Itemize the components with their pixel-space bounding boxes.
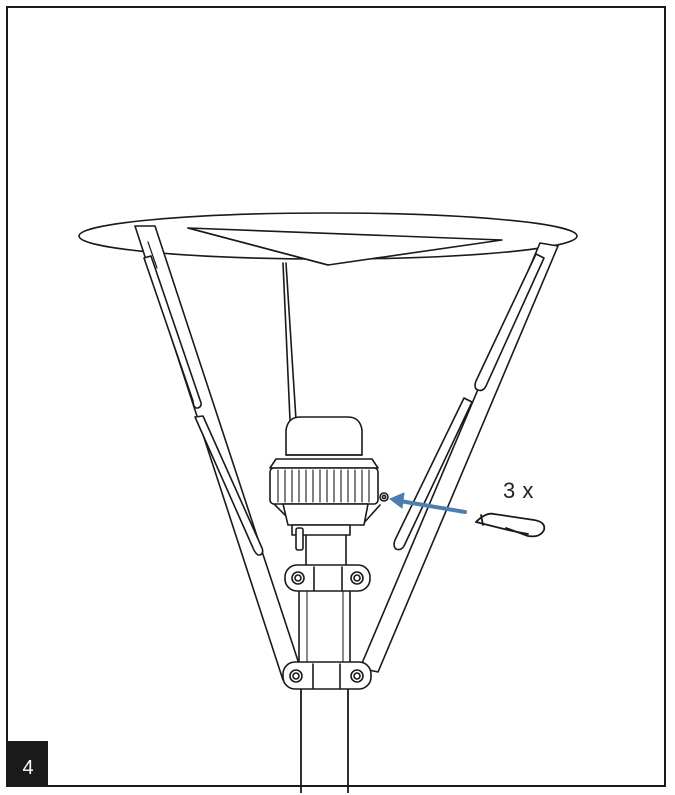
center-rod xyxy=(282,262,297,421)
diagram-frame xyxy=(6,6,666,787)
main-pole xyxy=(298,527,351,793)
lower-clamp xyxy=(282,661,372,690)
right-strut xyxy=(359,242,559,673)
step-number-badge: 4 xyxy=(8,741,48,787)
quantity-label: 3 x xyxy=(503,478,534,503)
arrow-left-icon xyxy=(389,492,467,514)
spring-clip-pin-icon xyxy=(475,512,546,538)
top-disc xyxy=(78,212,578,266)
hub-assembly xyxy=(269,416,389,551)
upper-clamp xyxy=(284,564,371,592)
left-strut xyxy=(134,225,304,681)
